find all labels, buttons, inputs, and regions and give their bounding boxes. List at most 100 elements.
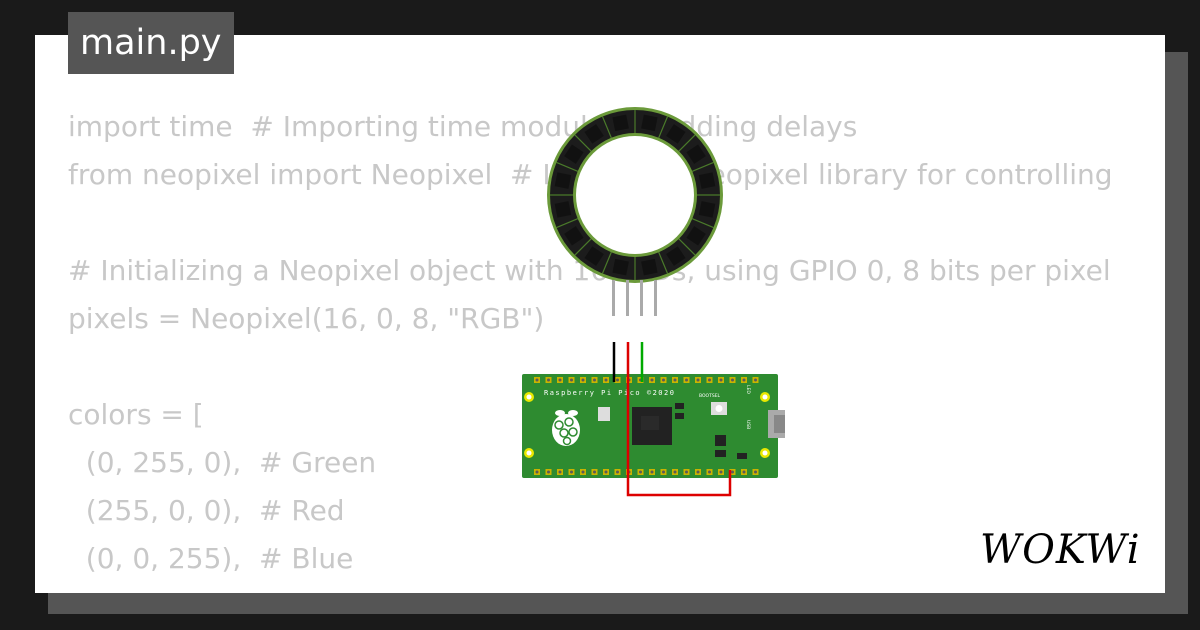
- ring-led: [686, 226, 706, 246]
- header-pin-hole: [754, 470, 757, 474]
- header-pin-hole: [685, 470, 688, 474]
- header-pin-hole: [593, 470, 596, 474]
- board-label: Raspberry Pi Pico ©2020: [544, 389, 675, 397]
- ring-pin: [640, 280, 643, 316]
- pin-header-top: [534, 377, 759, 383]
- ring-led: [612, 258, 629, 276]
- header-pin-hole: [558, 470, 562, 474]
- ring-led-divider: [658, 252, 669, 274]
- ring-led-divider: [601, 116, 612, 138]
- raspberry-logo-icon: [552, 410, 580, 446]
- header-pin-hole: [742, 470, 746, 474]
- ring-led-divider: [678, 238, 696, 256]
- header-pin-hole: [731, 378, 734, 382]
- code-line: import time # Importing time module for …: [68, 110, 858, 143]
- header-pin-hole: [581, 378, 585, 382]
- ring-led: [564, 226, 584, 246]
- ring-pin: [626, 280, 629, 316]
- ring-led: [641, 114, 658, 132]
- debug-connector: [598, 407, 610, 421]
- ring-led: [612, 114, 629, 132]
- header-pin-hole: [535, 378, 539, 382]
- small-component: [737, 453, 747, 459]
- logo-text: WOKWi: [980, 527, 1141, 573]
- code-line: (255, 0, 0), # Red: [68, 494, 345, 527]
- header-pin-hole: [535, 470, 539, 474]
- project-card[interactable]: import time # Importing time module for …: [35, 35, 1165, 593]
- ring-pin: [654, 280, 657, 316]
- ring-led: [641, 258, 658, 276]
- header-pin-hole: [708, 378, 711, 382]
- neopixel-ring[interactable]: [547, 107, 723, 316]
- circuit-diagram: Raspberry Pi Pico ©2020 BOOTSEL USB LED: [522, 107, 785, 497]
- usb-label: USB: [745, 420, 751, 429]
- header-pin-hole: [593, 378, 596, 382]
- bootsel-button-cap: [715, 405, 723, 412]
- code-line: (0, 255, 0), # Green: [68, 446, 377, 479]
- header-pin-hole: [731, 470, 734, 474]
- ring-led-divider: [692, 218, 714, 229]
- header-pin-hole: [570, 378, 573, 382]
- header-pin-hole: [719, 470, 723, 474]
- header-pin-hole: [719, 378, 723, 382]
- rp2040-chip-marking: [641, 416, 659, 430]
- header-pin-hole: [673, 470, 677, 474]
- mounting-hole-center: [762, 450, 768, 456]
- header-pin-hole: [558, 378, 562, 382]
- header-pin-hole: [639, 470, 642, 474]
- header-pin-hole: [754, 378, 757, 382]
- ring-led: [666, 246, 686, 266]
- ring-led-divider: [574, 238, 592, 256]
- ring-led-divider: [556, 161, 578, 172]
- ring-pin: [612, 280, 615, 316]
- code-line: ]: [68, 583, 1128, 593]
- mounting-hole-center: [762, 394, 768, 400]
- header-pin-hole: [673, 378, 677, 382]
- header-pin-hole: [662, 378, 665, 382]
- small-component: [675, 413, 684, 419]
- header-pin-hole: [604, 378, 608, 382]
- ring-led-divider: [658, 116, 669, 138]
- ring-led-divider: [692, 161, 714, 172]
- code-preview: import time # Importing time module for …: [68, 103, 1128, 593]
- header-pin-hole: [685, 378, 688, 382]
- ring-led: [686, 144, 706, 164]
- header-pin-hole: [650, 378, 654, 382]
- header-pin-hole: [696, 378, 700, 382]
- code-line: colors = [: [68, 398, 204, 431]
- header-pin-hole: [581, 470, 585, 474]
- wire-power[interactable]: [626, 342, 732, 497]
- header-pin-hole: [570, 470, 573, 474]
- header-pin-hole: [604, 470, 608, 474]
- header-pin-hole: [616, 470, 619, 474]
- usb-port: [774, 415, 785, 433]
- small-component: [675, 403, 684, 409]
- header-pin-hole: [742, 378, 746, 382]
- wokwi-logo: WOKWi: [980, 527, 1141, 573]
- ring-hole: [576, 136, 694, 254]
- ring-segments: [550, 110, 720, 280]
- code-line: pixels = Neopixel(16, 0, 8, "RGB"): [68, 302, 545, 335]
- ring-led: [564, 144, 584, 164]
- ring-led: [554, 172, 572, 189]
- header-pin-hole: [616, 378, 619, 382]
- ring-led: [698, 201, 716, 218]
- code-line: (0, 0, 255), # Blue: [68, 542, 354, 575]
- small-component: [715, 450, 726, 457]
- header-pin-hole: [547, 470, 550, 474]
- header-pin-hole: [650, 470, 654, 474]
- mounting-hole-center: [526, 394, 532, 400]
- header-pin-hole: [547, 378, 550, 382]
- ring-led: [554, 201, 572, 218]
- header-pin-hole: [696, 470, 700, 474]
- mounting-hole-center: [526, 450, 532, 456]
- pin-header-bottom: [534, 469, 759, 475]
- pico-board[interactable]: Raspberry Pi Pico ©2020 BOOTSEL USB LED: [522, 374, 785, 478]
- filename-tab[interactable]: main.py: [68, 12, 234, 74]
- ring-led: [584, 124, 604, 144]
- ring-led-divider: [678, 134, 696, 152]
- bootsel-label: BOOTSEL: [699, 393, 721, 399]
- ring-led-divider: [601, 252, 612, 274]
- ring-led-divider: [556, 218, 578, 229]
- ring-led: [666, 124, 686, 144]
